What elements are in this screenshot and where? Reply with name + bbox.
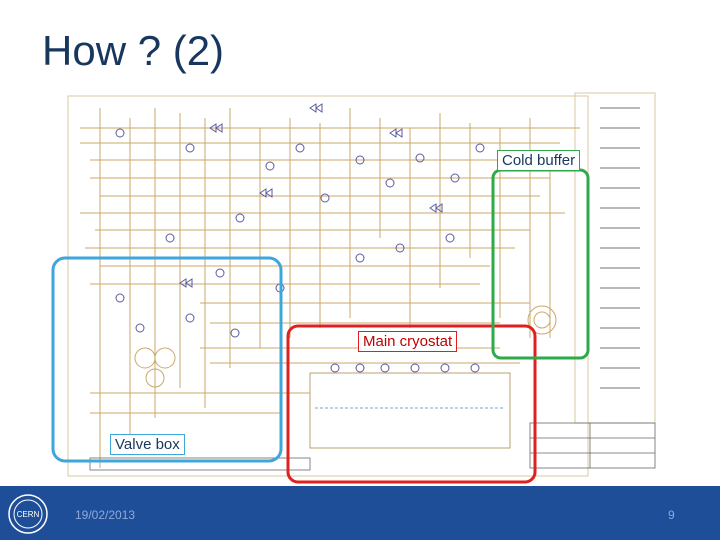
main-cryostat-label: Main cryostat <box>358 331 458 352</box>
cryogenic-schematic <box>67 92 656 477</box>
cold-buffer-label: Cold buffer <box>497 150 581 171</box>
cold-buffer-outline <box>491 168 590 360</box>
cern-logo-text: CERN <box>17 510 40 519</box>
main-cryostat-outline <box>286 324 537 484</box>
slide-title: How ? (2) <box>42 27 225 74</box>
footer-bar <box>0 486 720 540</box>
valve-box-label: Valve box <box>110 434 185 455</box>
page-number: 9 <box>668 508 675 522</box>
valve-box-outline <box>51 256 283 463</box>
cern-logo-icon: CERN <box>8 494 48 534</box>
footer-date: 19/02/2013 <box>75 508 136 522</box>
